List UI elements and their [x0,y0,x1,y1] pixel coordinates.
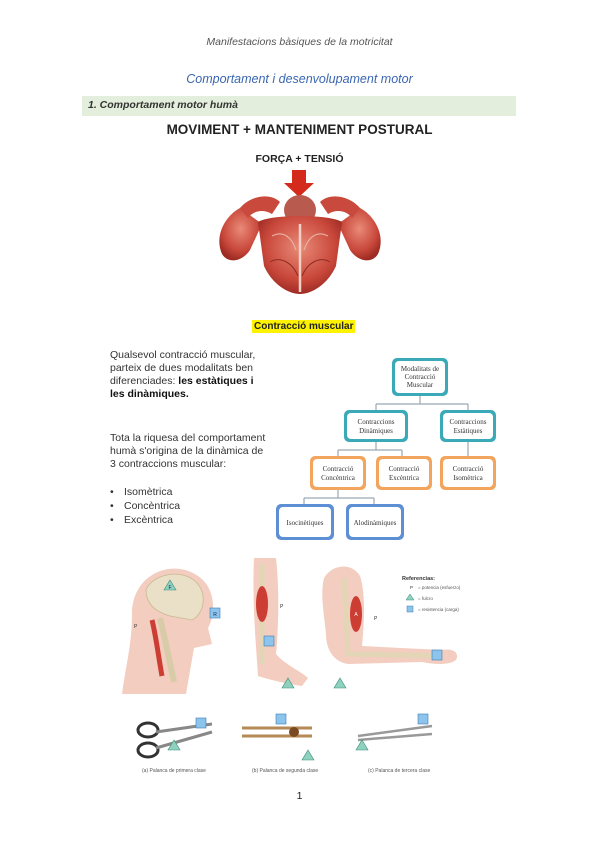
node-label: Contraccions [450,418,487,426]
resistance-label: R [213,612,217,618]
back-muscles-figure [219,195,381,294]
legend-item: = fulcro [418,596,433,601]
list-item: Excèntrica [110,513,180,527]
node-label: Contracció [323,465,354,473]
paragraph-text: Qualsevol contracció muscular, parteix d… [110,349,256,387]
node-label: Contracció [389,465,420,473]
contraction-heading: Contracció muscular [252,320,356,333]
node-label: Contraccions [358,418,395,426]
node-label: Concèntrica [321,474,356,482]
diagram-node-eccentric: Contracció Excèntrica [376,456,432,490]
document-title: Comportament i desenvolupament motor [186,72,413,86]
contraction-origin-paragraph: Tota la riquesa del comportament humà s'… [110,432,266,470]
muscle-label: A [354,612,358,618]
paragraph-bold-text: les estàtiques i les dinàmiques. [110,375,254,400]
power-label: P [374,616,378,622]
diagram-node-root: Modalitats de Contracció Muscular [392,358,448,396]
node-label: Excèntrica [389,474,420,482]
diagram-node-static: Contraccions Estàtiques [440,410,496,442]
node-label: Contracció [453,465,484,473]
lever-systems-illustration: F R P P A P Referencias: P = potencia (e… [122,558,461,774]
leg-lever-figure: P [253,558,308,689]
contraction-modalities-paragraph: Qualsevol contracció muscular, parteix d… [110,349,270,401]
legend-item: = potencia (esfuerzo) [418,585,461,590]
section-heading-bar [82,96,516,116]
arm-lever-figure: A P [322,566,458,689]
diagram-node-dynamic: Contraccions Dinàmiques [344,410,408,442]
legend-item: = resistencia (carga) [418,607,459,612]
diagram-node-concentric: Contracció Concèntrica [310,456,366,490]
contraction-types-list: Isomètrica Concèntrica Excèntrica [110,485,180,527]
node-label: Muscular [407,381,434,389]
legend-symbol: P [410,585,413,590]
node-label: Isomètrica [453,474,483,482]
slide-title: MOVIMENT + MANTENIMENT POSTURAL [166,122,433,137]
section-heading: 1. Comportament motor humà [88,99,238,111]
legend-title: Referencias: [402,576,435,582]
muscular-back-illustration [219,170,381,294]
head-lever-figure: F R P [122,568,221,694]
nutcracker-lever-figure [242,713,315,761]
diagram-node-isometric: Contracció Isomètrica [440,456,496,490]
node-label: Alodinàmiques [354,519,397,527]
diagram-node-isokinetic: Isocinètiques [276,504,334,540]
fulcrum-label: F [168,585,171,591]
list-item: Isomètrica [110,485,180,499]
force-tension-label: FORÇA + TENSIÓ [255,153,344,165]
list-item: Concèntrica [110,499,180,513]
power-label: P [280,604,284,610]
node-label: Modalitats de [401,365,439,373]
contraction-hierarchy-diagram: Modalitats de Contracció Muscular Contra… [276,358,496,540]
running-header: Manifestacions bàsiques de la motricitat [206,36,393,48]
tweezers-lever-figure [355,713,433,751]
power-label: P [134,624,138,630]
node-label: Estàtiques [454,427,483,435]
force-arrow-icon [284,170,314,197]
lever-legend: Referencias: P = potencia (esfuerzo) = f… [402,576,461,613]
node-label: Contracció [405,373,436,381]
diagram-node-allodynamic: Alodinàmiques [346,504,404,540]
lever-caption: (a) Palanca de primera clase [142,768,206,774]
node-label: Dinàmiques [359,427,393,435]
scissors-lever-figure [136,717,213,759]
node-label: Isocinètiques [287,519,324,527]
lever-caption: (c) Palanca de tercera clase [368,768,430,774]
lever-caption: (b) Palanca de segunda clase [252,768,318,774]
page-number: 1 [296,790,303,802]
